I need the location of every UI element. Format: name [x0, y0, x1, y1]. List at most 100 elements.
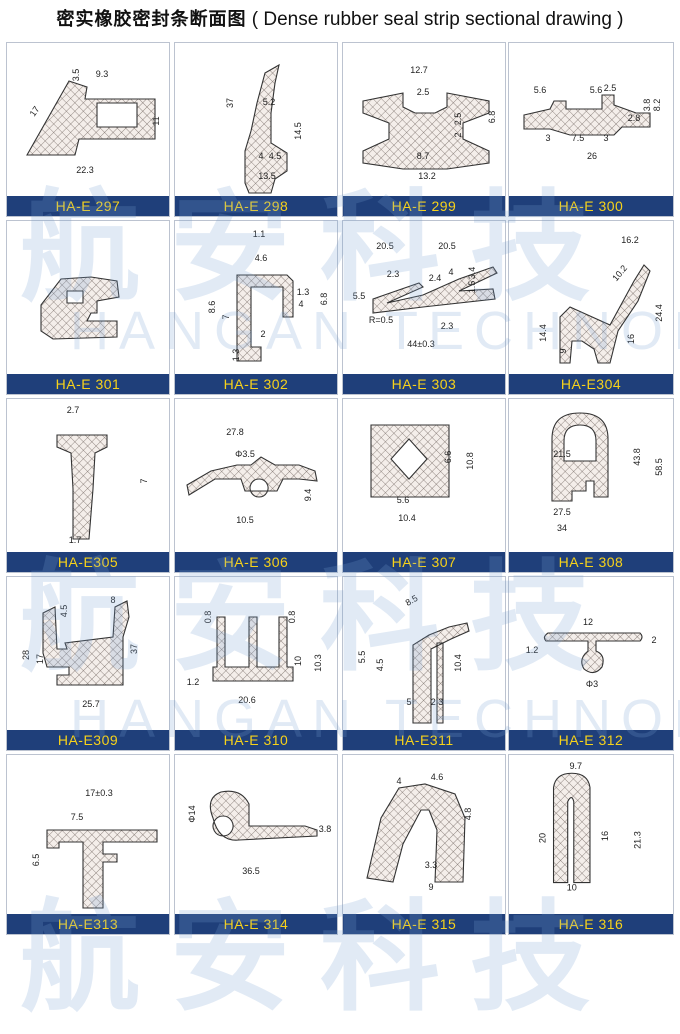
model-number-label: HA-E 315	[343, 914, 505, 934]
dimension-label: 0.8	[287, 611, 297, 624]
model-number-label: HA-E311	[343, 730, 505, 750]
dimension-label: 34	[557, 523, 567, 533]
dimension-label: 37	[129, 644, 139, 654]
dimension-label: 2	[260, 329, 265, 339]
dimension-label: 8.5	[404, 593, 420, 608]
dimension-label: 9.4	[303, 489, 313, 502]
dimension-label: 10	[293, 656, 303, 666]
dimension-label: 8.6	[207, 301, 217, 314]
seal-profile-shape	[370, 424, 450, 498]
dimension-label: 8	[110, 595, 115, 605]
seal-profile-shape	[209, 790, 318, 841]
dimension-label: 9.3	[96, 69, 109, 79]
dimension-label: 3.8	[319, 824, 332, 834]
dimension-label: 10	[567, 883, 577, 893]
dimension-label: 3.5	[71, 69, 81, 82]
dimension-label: 2	[651, 635, 656, 645]
seal-profile-drawing: Φ14 3.8 36.5	[187, 790, 332, 876]
page-title: 密实橡胶密封条断面图 ( Dense rubber seal strip sec…	[0, 0, 680, 40]
dimension-label: 4	[448, 267, 453, 277]
dimension-label: 20	[537, 833, 547, 843]
dimension-label: 7.5	[572, 133, 585, 143]
dimension-label: 3	[545, 133, 550, 143]
dimension-label: 10.2	[610, 263, 629, 283]
dimension-label: Φ3.5	[235, 449, 255, 459]
dimension-label: 12	[583, 617, 593, 627]
dimension-label: 6.8	[319, 293, 329, 306]
dimension-label: 10.4	[398, 513, 416, 523]
dimension-label: 13.5	[258, 171, 276, 181]
model-number-label: HA-E 301	[7, 374, 169, 394]
dimension-label: 5.5	[357, 651, 367, 664]
dimension-label: 27.8	[226, 427, 244, 437]
dimension-label: 1.7	[69, 535, 82, 545]
dimension-label: 2	[453, 132, 463, 137]
dimension-label: 28	[21, 650, 31, 660]
dimension-label: 21.3	[633, 831, 643, 849]
seal-profile-drawing: 2.771.7	[56, 405, 149, 545]
dimension-label: 5.5	[353, 291, 366, 301]
seal-profile-shape	[543, 632, 643, 674]
dimension-label: 14.4	[538, 324, 548, 342]
dimension-label: 9	[428, 882, 433, 892]
dimension-label: 37	[225, 98, 235, 108]
dimension-label: 1.2	[187, 677, 200, 687]
seal-profile-shape	[244, 63, 288, 194]
dimension-label: 10.5	[236, 515, 254, 525]
model-number-label: HA-E304	[509, 374, 673, 394]
dimension-label: 4.8	[463, 808, 473, 821]
dimension-label: 20.5	[438, 241, 456, 251]
dimension-label: 27.5	[553, 507, 571, 517]
dimension-label: 5.6	[534, 85, 547, 95]
seal-profile-shape	[362, 92, 490, 170]
page-title-cn: 密实橡胶密封条断面图	[56, 9, 247, 30]
dimension-label: 17	[28, 104, 42, 118]
dimension-label: 4.5	[269, 151, 282, 161]
dimension-label: 2.3	[431, 697, 444, 707]
dimension-label: 3.8	[642, 99, 652, 112]
seal-profile-shape	[559, 264, 651, 364]
seal-profile-shape	[56, 434, 108, 540]
dimension-label: 2.4	[429, 273, 442, 283]
seal-profile-shape	[552, 772, 591, 884]
model-number-label: HA-E313	[7, 914, 169, 934]
dimension-label: 13.2	[418, 171, 436, 181]
dimension-label: 26	[587, 151, 597, 161]
dimension-label: 2.5	[453, 113, 463, 126]
dimension-label: 6.6	[443, 451, 453, 464]
dimension-label: 36.5	[242, 866, 260, 876]
seal-profile-shape	[236, 274, 294, 362]
dimension-label: 1.5	[467, 281, 477, 294]
dimension-label: 2.3	[387, 269, 400, 279]
dimension-label: 2.8	[628, 113, 641, 123]
model-number-label: HA-E 303	[343, 374, 505, 394]
seal-profile-drawing	[40, 276, 120, 340]
dimension-label: 2.7	[67, 405, 80, 415]
dimension-label: 4.5	[375, 659, 385, 672]
dimension-label: 20.5	[376, 241, 394, 251]
dimension-label: 3	[603, 133, 608, 143]
dimension-label: 58.5	[654, 458, 664, 476]
dimension-label: 10.8	[465, 452, 475, 470]
dimension-label: 7	[221, 314, 231, 319]
dimension-label: Φ14	[187, 805, 197, 822]
dimension-label: 2.5	[417, 87, 430, 97]
dimension-label: 4	[396, 776, 401, 786]
